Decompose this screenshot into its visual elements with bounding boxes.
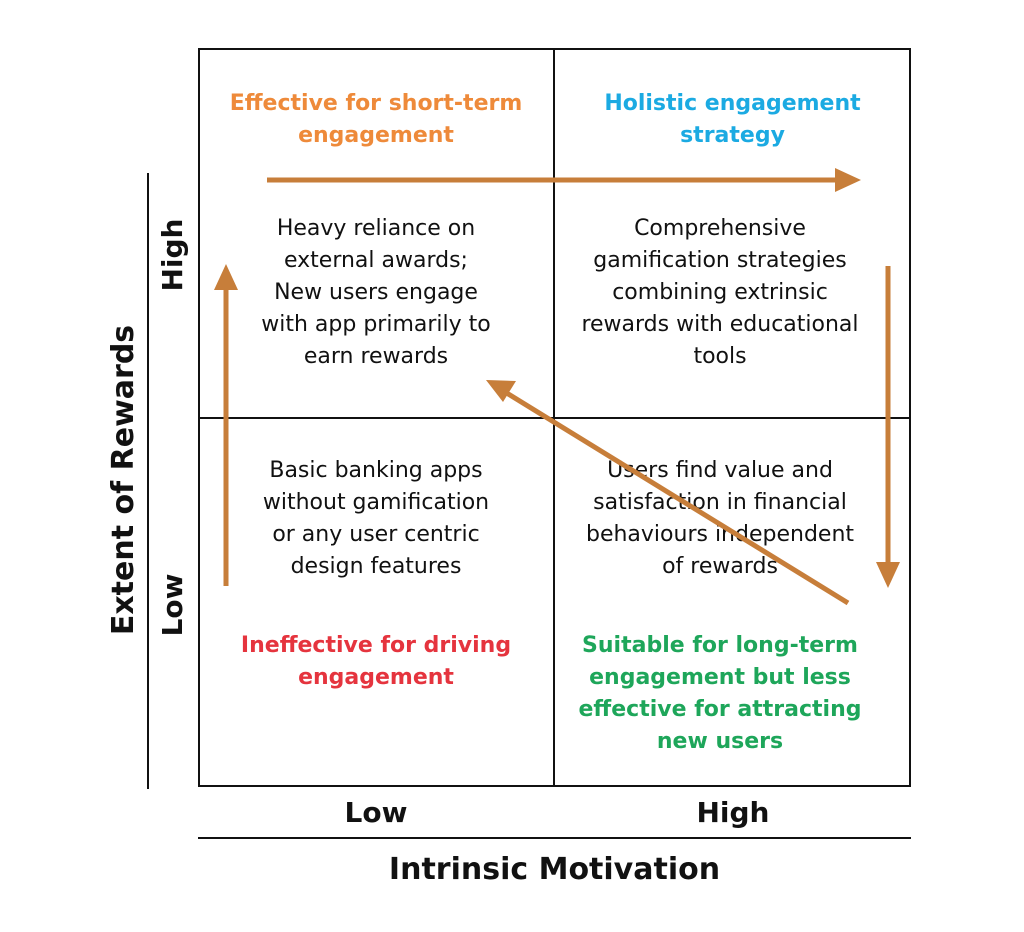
bottom-left-body-line-3: or any user centric bbox=[272, 522, 480, 547]
bottom-left-heading: Ineffective for driving engagement bbox=[198, 630, 554, 694]
top-left-heading: Effective for short-term engagement bbox=[198, 88, 554, 152]
top-left-heading-line-1: Effective for short-term bbox=[229, 91, 523, 116]
bottom-right-body: Users find value and satisfaction in fin… bbox=[540, 455, 900, 583]
y-axis-title: Extent of Rewards bbox=[106, 324, 141, 636]
top-left-body-line-5: earn rewards bbox=[303, 344, 449, 369]
bottom-right-heading-line-2: engagement but less bbox=[589, 665, 851, 690]
bottom-left-heading-line-1: Ineffective for driving bbox=[240, 633, 512, 658]
bottom-right-body-line-2: satisfaction in financial bbox=[593, 490, 847, 515]
top-left-body-line-1: Heavy reliance on bbox=[276, 216, 476, 241]
bottom-right-heading-line-4: new users bbox=[656, 729, 784, 754]
y-axis-line bbox=[147, 173, 149, 789]
top-right-heading-line-1: Holistic engagement bbox=[604, 91, 861, 116]
bottom-left-body-line-2: without gamification bbox=[262, 490, 490, 515]
top-right-body-line-5: tools bbox=[693, 344, 747, 369]
top-right-heading-line-2: strategy bbox=[680, 123, 785, 148]
bottom-right-body-line-4: of rewards bbox=[662, 554, 778, 579]
top-left-heading-line-2: engagement bbox=[298, 123, 454, 148]
top-left-body-line-4: with app primarily to bbox=[261, 312, 491, 337]
x-low-label: Low bbox=[344, 796, 408, 829]
top-right-body-line-1: Comprehensive bbox=[634, 216, 806, 241]
up-arrow bbox=[214, 264, 238, 586]
top-left-body: Heavy reliance on external awards; New u… bbox=[198, 213, 554, 373]
top-right-body-line-3: combining extrinsic bbox=[612, 280, 828, 305]
bottom-left-heading-line-2: engagement bbox=[298, 665, 454, 690]
y-low-label: Low bbox=[156, 573, 189, 637]
top-right-body-line-2: gamification strategies bbox=[593, 248, 847, 273]
top-right-heading: Holistic engagement strategy bbox=[554, 88, 911, 152]
top-left-body-line-3: New users engage bbox=[274, 280, 478, 305]
right-arrow bbox=[267, 168, 861, 192]
horizontal-divider bbox=[198, 417, 911, 419]
bottom-left-body-line-1: Basic banking apps bbox=[269, 458, 483, 483]
down-arrow bbox=[876, 266, 900, 588]
top-right-body: Comprehensive gamification strategies co… bbox=[540, 213, 900, 373]
x-axis-line bbox=[198, 837, 911, 839]
x-axis-title: Intrinsic Motivation bbox=[388, 852, 721, 887]
bottom-left-body-line-4: design features bbox=[290, 554, 462, 579]
bottom-right-heading-line-3: effective for attracting bbox=[578, 697, 862, 722]
bottom-right-heading: Suitable for long-term engagement but le… bbox=[540, 630, 900, 758]
top-right-body-line-4: rewards with educational bbox=[581, 312, 859, 337]
bottom-right-heading-line-1: Suitable for long-term bbox=[582, 633, 858, 658]
y-high-label: High bbox=[156, 218, 189, 292]
diagonal-arrow bbox=[486, 380, 850, 606]
bottom-left-body: Basic banking apps without gamification … bbox=[198, 455, 554, 583]
x-high-label: High bbox=[696, 796, 770, 829]
top-left-body-line-2: external awards; bbox=[284, 248, 468, 273]
